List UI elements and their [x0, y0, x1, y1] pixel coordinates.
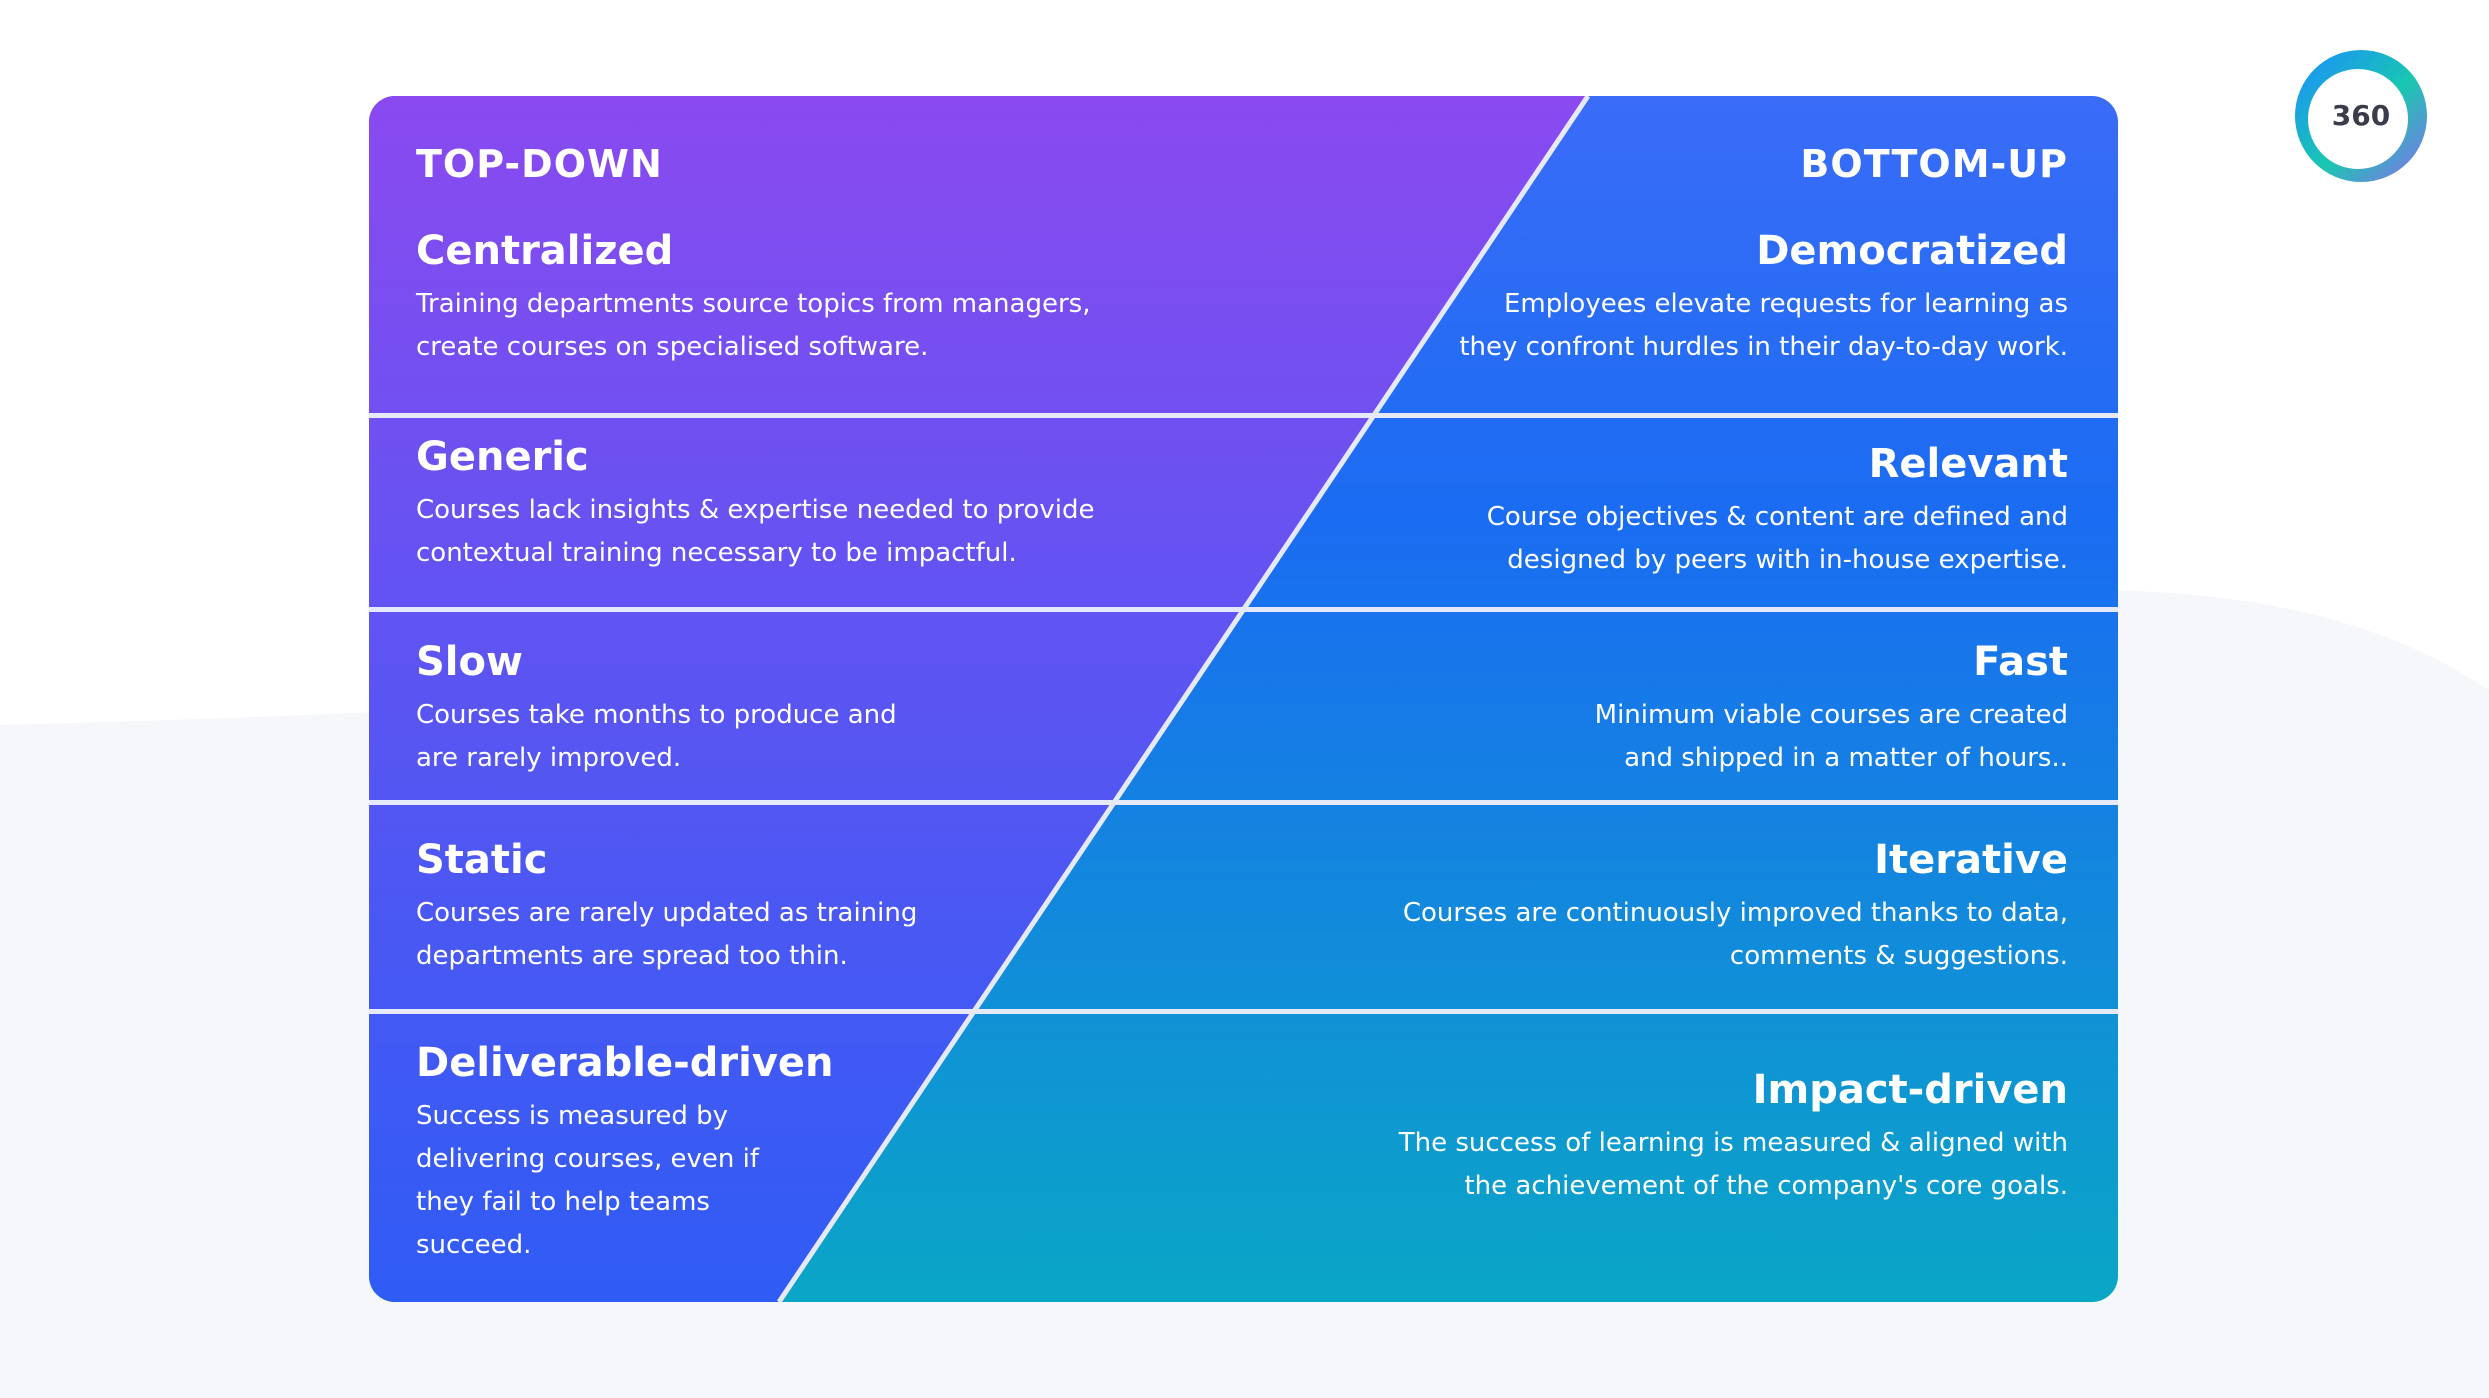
left-title-centralized: Centralized	[416, 228, 674, 274]
left-title-deliverable-driven: Deliverable-driven	[416, 1040, 834, 1086]
left-desc-centralized: Training departments source topics from …	[416, 289, 1091, 362]
right-desc-impact-driven: The success of learning is measured & al…	[1398, 1128, 2068, 1201]
logo-text: 360	[2331, 99, 2391, 132]
left-title-static: Static	[416, 837, 548, 883]
left-title-slow: Slow	[416, 639, 523, 685]
heading-bottom-up: BOTTOM-UP	[1800, 142, 2068, 186]
right-desc-iterative: Courses are continuously improved thanks…	[1402, 898, 2068, 971]
right-desc-democratized: Employees elevate requests for learning …	[1459, 289, 2068, 362]
comparison-panel: TOP-DOWN BOTTOM-UP Centralized Training …	[369, 96, 2118, 1302]
right-title-impact-driven: Impact-driven	[1752, 1067, 2068, 1113]
left-desc-generic: Courses lack insights & expertise needed…	[416, 495, 1095, 568]
heading-top-down: TOP-DOWN	[416, 142, 663, 186]
right-title-relevant: Relevant	[1868, 441, 2068, 487]
logo-ring-icon	[2295, 50, 2427, 182]
left-title-generic: Generic	[416, 434, 589, 480]
right-title-fast: Fast	[1973, 639, 2068, 685]
panel-background	[369, 96, 2118, 1302]
logo-360: 360	[2292, 47, 2430, 185]
right-title-democratized: Democratized	[1756, 228, 2068, 274]
right-title-iterative: Iterative	[1874, 837, 2068, 883]
right-desc-relevant: Course objectives & content are defined …	[1486, 502, 2068, 575]
